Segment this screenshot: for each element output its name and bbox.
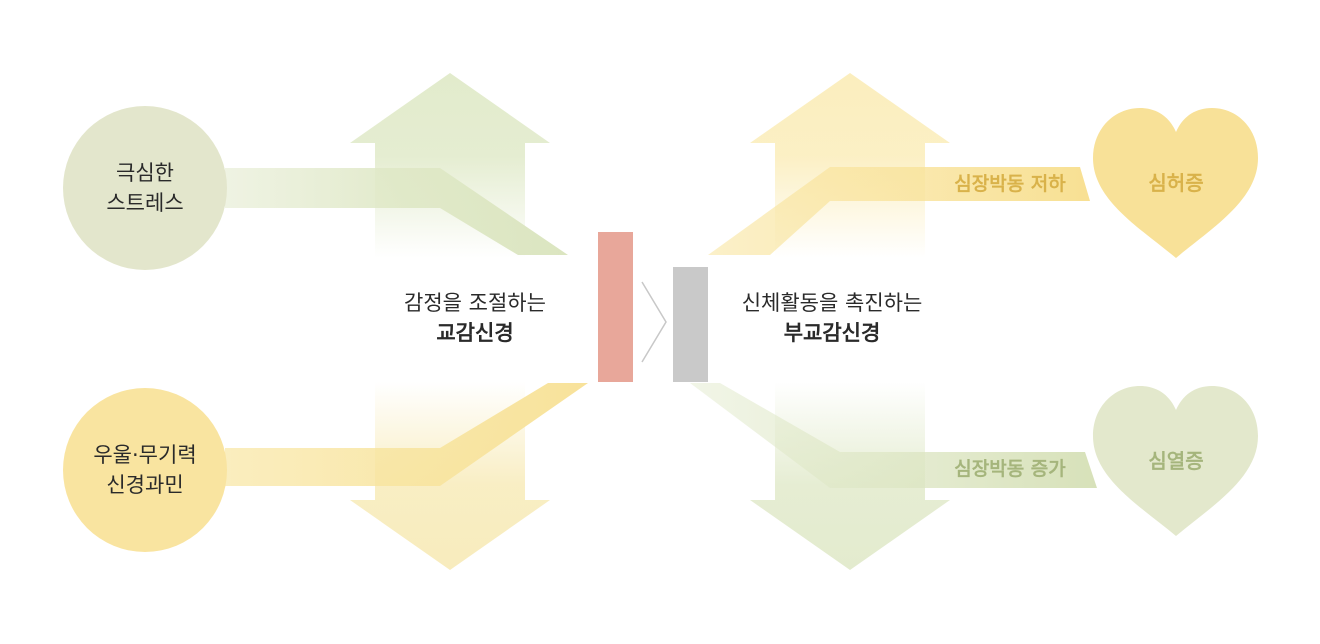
lower-heart-label: 심열증 [1148,449,1204,473]
stress-circle [63,106,227,270]
sympathetic-label-line2: 교감신경 [436,321,514,345]
lower-heart [1093,386,1258,536]
depression-label: 우울·무기력 신경과민 [45,440,245,500]
parasympathetic-bar [673,267,708,382]
upper-heart [1093,108,1258,258]
chevron-right-icon [641,281,667,363]
lower-right-flow-band [690,383,1097,488]
stress-label-line2: 스트레스 [106,191,184,215]
sympathetic-label: 감정을 조절하는 교감신경 [375,288,575,348]
stress-flow-band [225,168,568,255]
sympathetic-bar [598,232,633,382]
depression-circle [63,388,227,552]
parasympathetic-label-line1: 신체활동을 촉진하는 [741,291,923,315]
upper-right-flow-band [708,167,1090,255]
parasympathetic-label-line2: 부교감신경 [783,321,881,345]
heartbeat-decrease-label: 심장박동 저하 [954,173,1066,195]
stress-label: 극심한 스트레스 [65,158,225,218]
depression-label-line2: 신경과민 [106,473,184,497]
depression-label-line1: 우울·무기력 [93,443,197,467]
heartbeat-increase-label: 심장박동 증가 [954,458,1066,480]
parasympathetic-label: 신체활동을 촉진하는 부교감신경 [722,288,942,348]
sympathetic-label-line1: 감정을 조절하는 [404,291,546,315]
depression-flow-band [225,383,588,486]
upper-heart-label: 심허증 [1148,171,1204,195]
stress-label-line1: 극심한 [116,161,174,185]
